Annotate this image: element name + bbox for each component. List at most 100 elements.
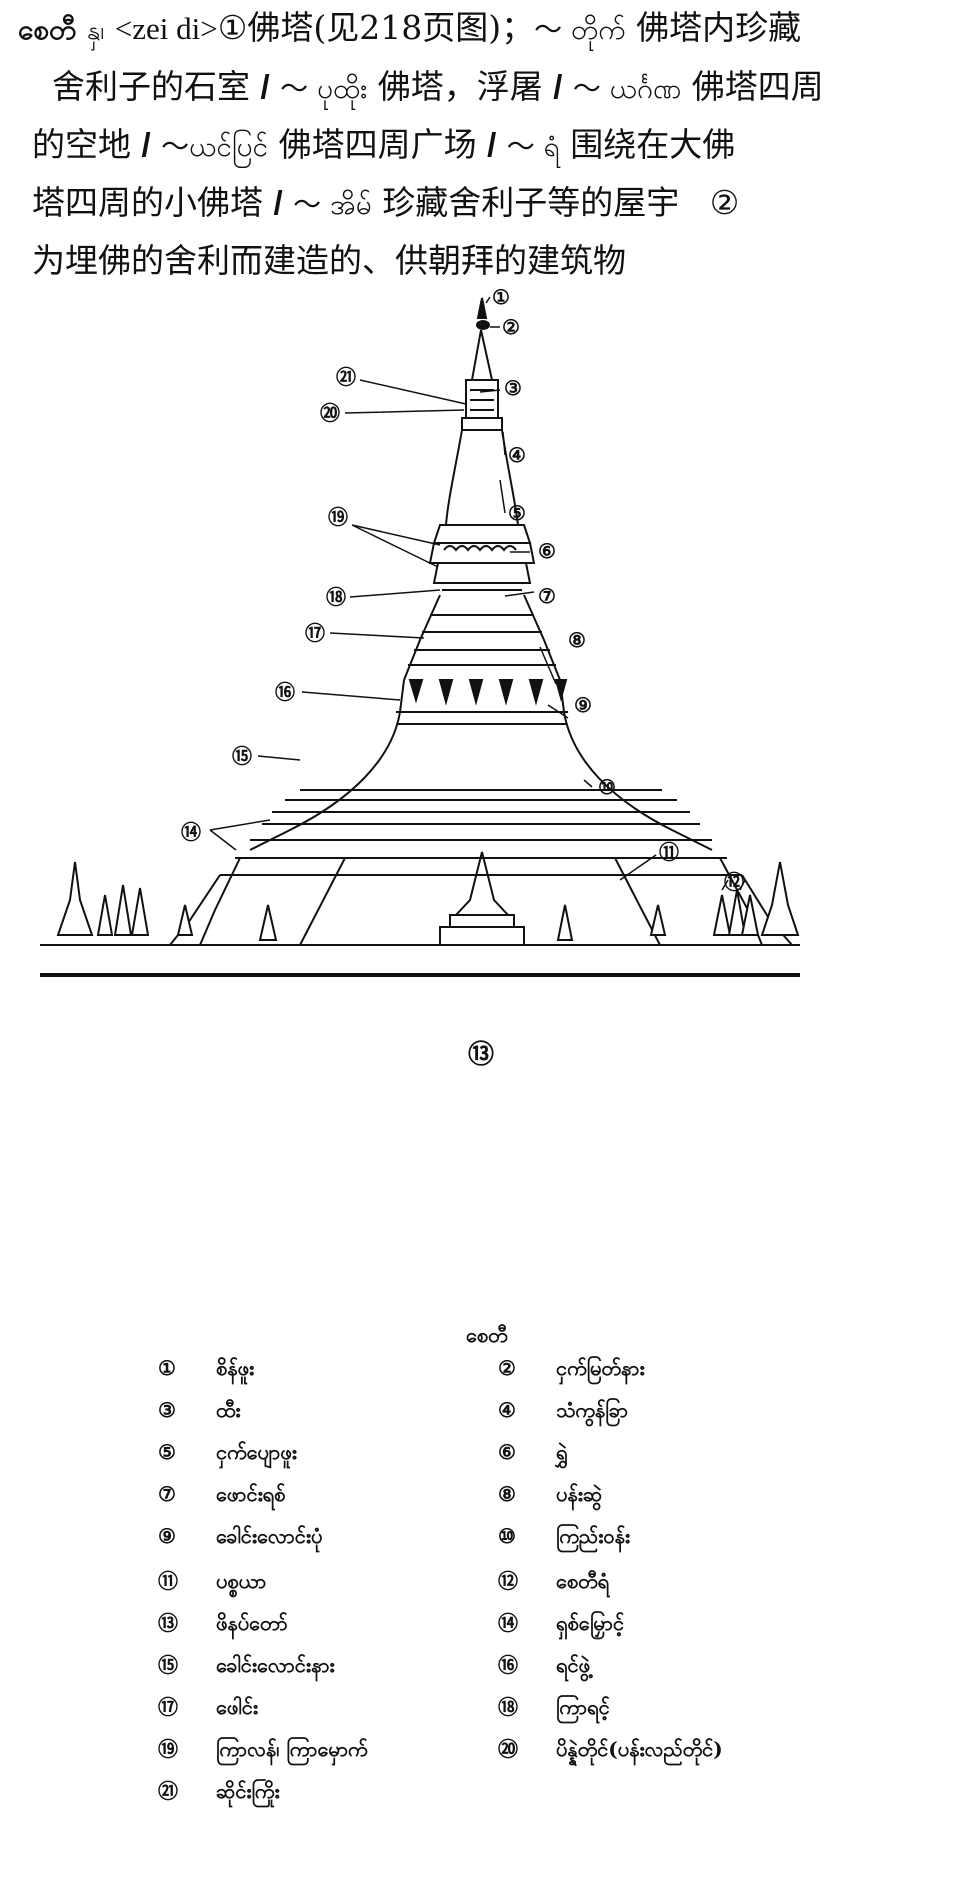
pagoda-diagram: ① ② ③ ④ ⑤ ⑥ ⑦ ⑧ ⑨ ⑩ ⑪ ⑫ ⑭ ⑮ ⑯ ⑰ ⑱ ⑲ ⑳ ㉑ [40, 285, 800, 977]
figure-caption: စေတီ [466, 1323, 508, 1347]
callout-16: ⑯ [275, 680, 295, 704]
sub-term: ～ယင်ပြင် [161, 130, 269, 163]
sub-definition: 佛塔内珍藏 [636, 8, 802, 47]
callout-12: ⑫ [724, 870, 744, 894]
sub-definition: 的空地 [32, 125, 131, 164]
pagoda-spire [461, 297, 503, 431]
legend-number: ⑫ [498, 1569, 518, 1593]
legend-number: ⑱ [498, 1695, 518, 1719]
leader-lines [209, 296, 746, 891]
sub-term: ～ ပုထိုး [280, 72, 368, 105]
pagoda-lotus [428, 524, 536, 591]
callout-14: ⑭ [181, 820, 201, 844]
callout-7: ⑦ [538, 584, 556, 608]
legend-text: ဖောင်းရစ် [216, 1482, 286, 1506]
legend-text: ရင်ဖွဲ့ [556, 1653, 591, 1677]
callout-8: ⑧ [568, 628, 586, 652]
callout-9: ⑨ [574, 693, 592, 717]
legend-number: ⑥ [498, 1440, 516, 1464]
legend-text: ဖိနပ်တော် [216, 1611, 288, 1635]
legend-text: ရှစ်မြှောင့် [556, 1611, 625, 1635]
callout-20: ⑳ [320, 401, 340, 425]
sense-number: ② [709, 183, 740, 222]
legend-item: ⑦ ဖောင်းရစ် [158, 1481, 285, 1511]
small-pagodas-right [556, 861, 800, 941]
legend-number: ⑯ [498, 1653, 518, 1677]
legend-number: ⑪ [158, 1569, 178, 1593]
legend-item: ⑩ ကြည်းဝန်း [498, 1523, 630, 1553]
separator: / [487, 126, 497, 163]
legend-item: ⑯ ရင်ဖွဲ့ [498, 1649, 590, 1682]
sub-definition: 佛塔四周 [691, 67, 824, 106]
legend-number: ② [498, 1356, 516, 1380]
sub-definition: 围绕在大佛 [570, 125, 736, 164]
legend-number: ③ [158, 1398, 176, 1422]
sense-number: ① [217, 8, 248, 47]
legend-number: ⑰ [158, 1695, 178, 1719]
legend-number: ⑦ [158, 1482, 176, 1506]
sub-term: ～ ရံ [506, 130, 560, 163]
legend-text: ကြာရင့် [556, 1695, 610, 1719]
legend-number: ⑭ [498, 1611, 518, 1635]
callout-1: ① [492, 285, 510, 309]
callout-10: ⑩ [598, 775, 616, 799]
small-pagodas-left [56, 861, 278, 941]
legend-text: ရွှဲ [556, 1440, 568, 1464]
separator: / [260, 68, 270, 105]
legend-number: ⑩ [498, 1524, 516, 1548]
legend-item: ⑥ ရွှဲ [498, 1439, 567, 1469]
pagoda-cone [403, 594, 561, 681]
callout-2: ② [502, 315, 520, 339]
callout-15: ⑮ [232, 744, 252, 768]
legend-item: ⑭ ရှစ်မြှောင့် [498, 1607, 624, 1640]
callout-18: ⑱ [326, 585, 346, 609]
sub-definition: 佛塔，浮屠 [377, 67, 543, 106]
callout-19: ⑲ [328, 505, 348, 529]
separator: / [273, 184, 283, 221]
legend-item: ② ငှက်မြတ်နား [498, 1355, 645, 1385]
legend-number: ⑤ [158, 1440, 176, 1464]
sub-definition: 舍利子的石室 [52, 67, 250, 106]
legend-text: ပန်းဆွဲ [556, 1482, 603, 1506]
legend-text: စိန်ဖူး [216, 1356, 255, 1380]
pagoda-ornaments [408, 679, 568, 706]
separator: / [553, 68, 563, 105]
pronunciation: <zei di> [114, 11, 218, 46]
headword: စေတီ [18, 13, 77, 46]
legend-text: ကြာလန်၊ ကြာမှောက် [216, 1737, 368, 1761]
legend-text: ကြည်းဝန်း [556, 1524, 631, 1548]
legend-number: ⑮ [158, 1653, 178, 1677]
pagoda-shrine [439, 851, 525, 946]
sub-definition: 佛塔四周广场 [278, 125, 477, 164]
legend-item: ④ သံကွန်ခြာ [498, 1397, 628, 1427]
separator: / [141, 126, 151, 163]
legend-number: ④ [498, 1398, 516, 1422]
sense-definition: 佛塔(见218页图)； [247, 8, 535, 47]
sub-term: ～ အိမ် [293, 188, 372, 221]
sub-definition: 塔四周的小佛塔 [32, 183, 263, 222]
legend-number: ㉑ [158, 1779, 178, 1803]
legend-text: ငှက်မြတ်နား [556, 1356, 645, 1380]
callout-5: ⑤ [508, 501, 526, 525]
legend-number: ⑲ [158, 1737, 178, 1761]
legend-number: ⑨ [158, 1524, 176, 1548]
legend-text: စေတီရံ [556, 1569, 610, 1593]
part-of-speech: နှ၊ [86, 16, 105, 46]
legend-item: ⑫ စေတီရံ [498, 1565, 609, 1598]
legend-item: ⑲ ကြာလန်၊ ကြာမှောက် [158, 1733, 368, 1766]
legend-item: ③ ထီး [158, 1397, 240, 1427]
legend-number: ⑧ [498, 1482, 516, 1506]
legend-text: ထီး [216, 1398, 241, 1422]
callout-13: ⑬ [468, 1040, 495, 1070]
callout-11: ⑪ [659, 840, 679, 864]
legend-number: ⑬ [158, 1611, 178, 1635]
legend-text: သံကွန်ခြာ [556, 1398, 629, 1422]
sense-definition: 为埋佛的舍利而建造的、供朝拜的建筑物 [32, 241, 626, 280]
